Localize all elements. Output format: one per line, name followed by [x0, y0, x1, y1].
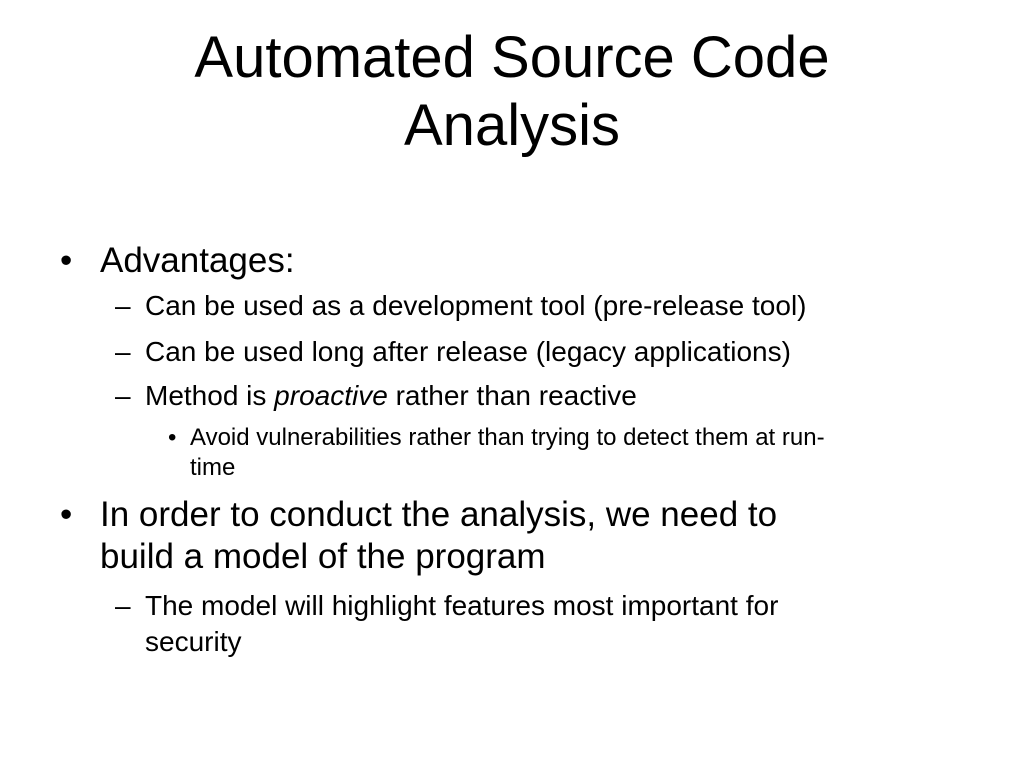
emphasis-proactive: proactive [274, 380, 388, 411]
bullet-text: Method is proactive rather than reactive [145, 378, 637, 414]
text-after: rather than reactive [387, 380, 637, 411]
bullet-text-line-1: In order to conduct the analysis, we nee… [100, 495, 778, 534]
bullet-text-line-2: time [190, 454, 236, 481]
bullet-text-line-1: Avoid vulnerabilities rather than trying… [190, 424, 825, 451]
dash-marker: – [115, 290, 131, 321]
text-before: Method is [145, 380, 275, 411]
bullet-text-line-2: security [145, 626, 242, 657]
bullet-marker: • [60, 495, 73, 534]
dash-marker: – [115, 336, 131, 367]
slide-title: Automated Source Code Analysis [40, 24, 984, 160]
bullet-text-line-2: build a model of the program [100, 537, 546, 576]
bullet-marker: • [168, 424, 177, 451]
bullet-text: Advantages: [100, 241, 295, 280]
bullet-marker: • [60, 241, 73, 280]
slide-title-line-2: Analysis [404, 93, 620, 158]
slide-title-line-1: Automated Source Code [194, 25, 830, 90]
bullet-text-line-1: The model will highlight features most i… [145, 590, 779, 621]
dash-marker: – [115, 380, 131, 411]
dash-marker: – [115, 590, 131, 621]
bullet-text: Can be used as a development tool (pre-r… [145, 290, 807, 321]
bullet-text: Can be used long after release (legacy a… [145, 336, 791, 367]
